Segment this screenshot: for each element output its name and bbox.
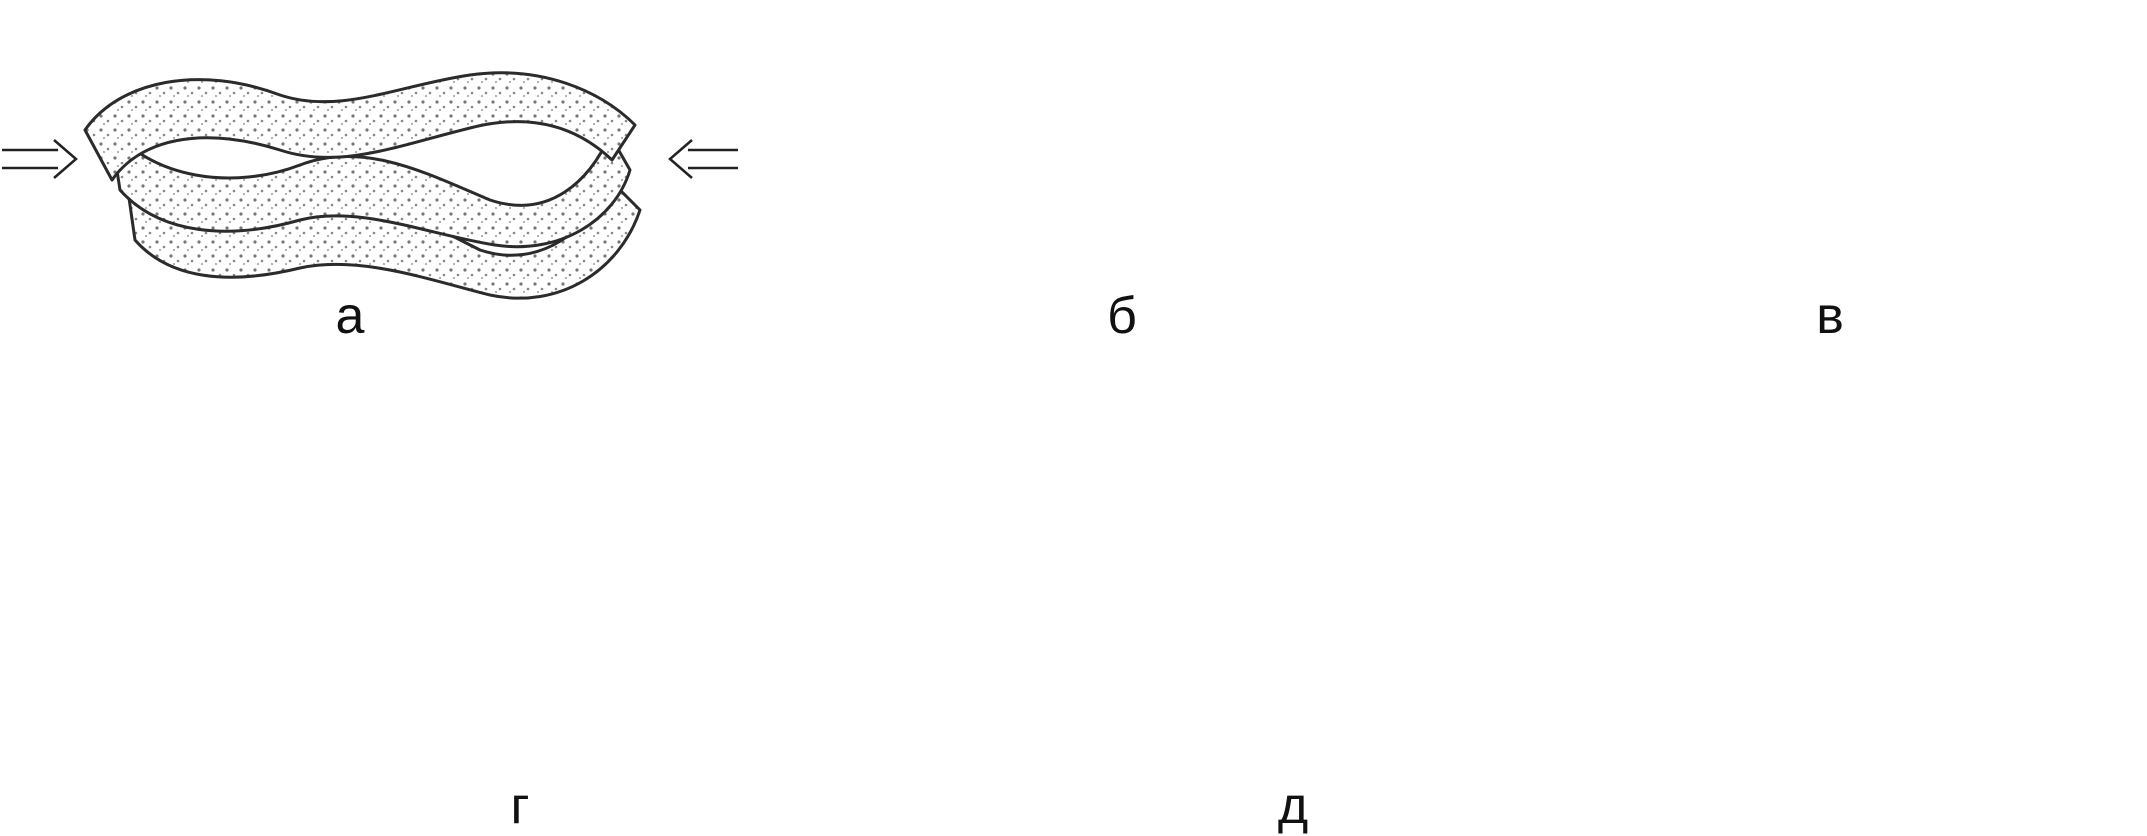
fold-layer-icon	[108, 123, 632, 249]
panel-label-a: а	[335, 287, 365, 345]
fold-layer-icon	[83, 71, 637, 182]
panel-label-g: г	[510, 777, 530, 835]
panel-label-v: в	[1816, 287, 1844, 345]
compression-arrow-right-icon	[668, 139, 738, 179]
panel-a-diagram	[2, 71, 738, 300]
panel-label-b: б	[1107, 287, 1137, 345]
panel-label-d: д	[1277, 777, 1309, 835]
compression-arrow-left-icon	[2, 139, 78, 179]
